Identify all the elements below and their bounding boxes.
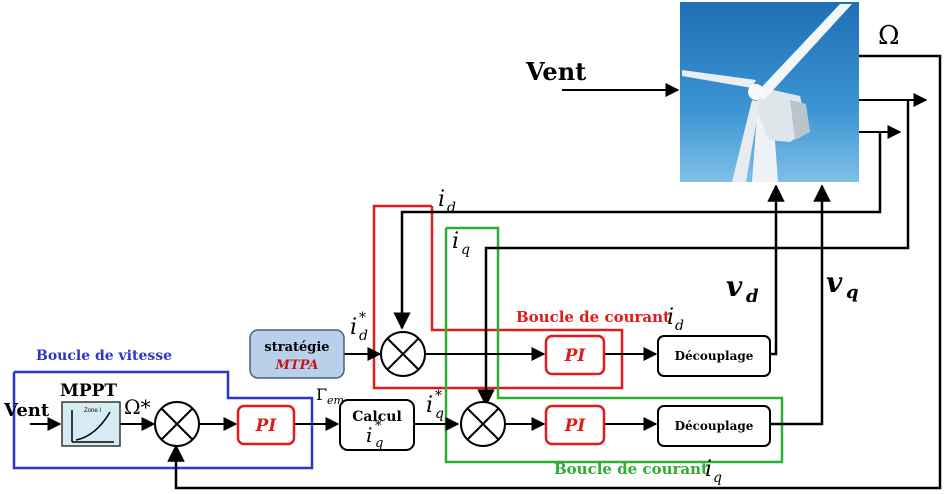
pi-block-iq	[544, 404, 606, 446]
id-feedback-label: i	[438, 187, 445, 212]
iq-ref-sup: *	[435, 388, 442, 404]
calcul-block	[339, 399, 415, 451]
pi-block-speed	[236, 404, 296, 446]
id-ref-sub: d	[359, 328, 368, 344]
summing-junction-speed	[154, 401, 200, 447]
decouplage-block-q	[657, 405, 771, 447]
mtpa-line2: MTPA	[275, 358, 319, 373]
iq-feedback-label: i	[452, 229, 459, 254]
decouplage-block-d	[657, 335, 771, 377]
wind-turbine-image	[680, 2, 859, 182]
loop-iq-sub: q	[713, 470, 722, 486]
iq-ref-sub: q	[435, 406, 444, 422]
calcul-sym: i	[366, 423, 372, 447]
loop-iq-title: Boucle de courant	[554, 460, 708, 478]
iq-feedback-sub: q	[461, 242, 470, 258]
vq-label: v	[826, 266, 843, 299]
loop-iq-sym: i	[705, 457, 712, 482]
loop-id-title: Boucle de courant	[516, 308, 670, 326]
vd-sub: d	[746, 286, 759, 307]
mppt-zone-label: Zone I	[84, 408, 101, 414]
decouplage-q-label: Découplage	[675, 419, 754, 433]
gamma-em-sub: em	[327, 394, 344, 407]
mtpa-line1: stratégie	[264, 340, 329, 355]
gamma-em-label: Γ	[316, 385, 327, 404]
vd-label: v	[726, 270, 743, 303]
pi-speed-label: PI	[255, 416, 278, 436]
id-feedback-sub: d	[447, 200, 456, 216]
summing-junction-iq	[460, 401, 506, 447]
id-ref-label: i	[350, 315, 357, 340]
decouplage-d-label: Découplage	[675, 349, 754, 363]
omega-ref-label: Ω*	[124, 395, 151, 419]
omega-label: Ω	[878, 21, 900, 51]
summing-junction-id	[380, 331, 426, 377]
iq-ref-label: i	[426, 393, 433, 418]
pi-block-id	[544, 334, 606, 376]
id-ref-sup: *	[359, 310, 366, 326]
calcul-label: Calcul	[352, 409, 402, 425]
vent-left-label: Vent	[3, 400, 50, 421]
loop-id-sym: i	[667, 305, 674, 330]
vent-top-label: Vent	[525, 57, 586, 86]
mppt-curve-icon	[71, 410, 114, 443]
pi-id-label: PI	[564, 346, 587, 366]
vq-sub: q	[846, 282, 859, 303]
calcul-sup: *	[375, 419, 382, 434]
pi-iq-label: PI	[564, 416, 587, 436]
loop-id-sub: d	[675, 318, 684, 334]
mppt-label: MPPT	[60, 381, 117, 401]
mtpa-block	[249, 329, 345, 379]
loop-speed-title: Boucle de vitesse	[36, 348, 172, 364]
calcul-sub: q	[375, 436, 383, 451]
